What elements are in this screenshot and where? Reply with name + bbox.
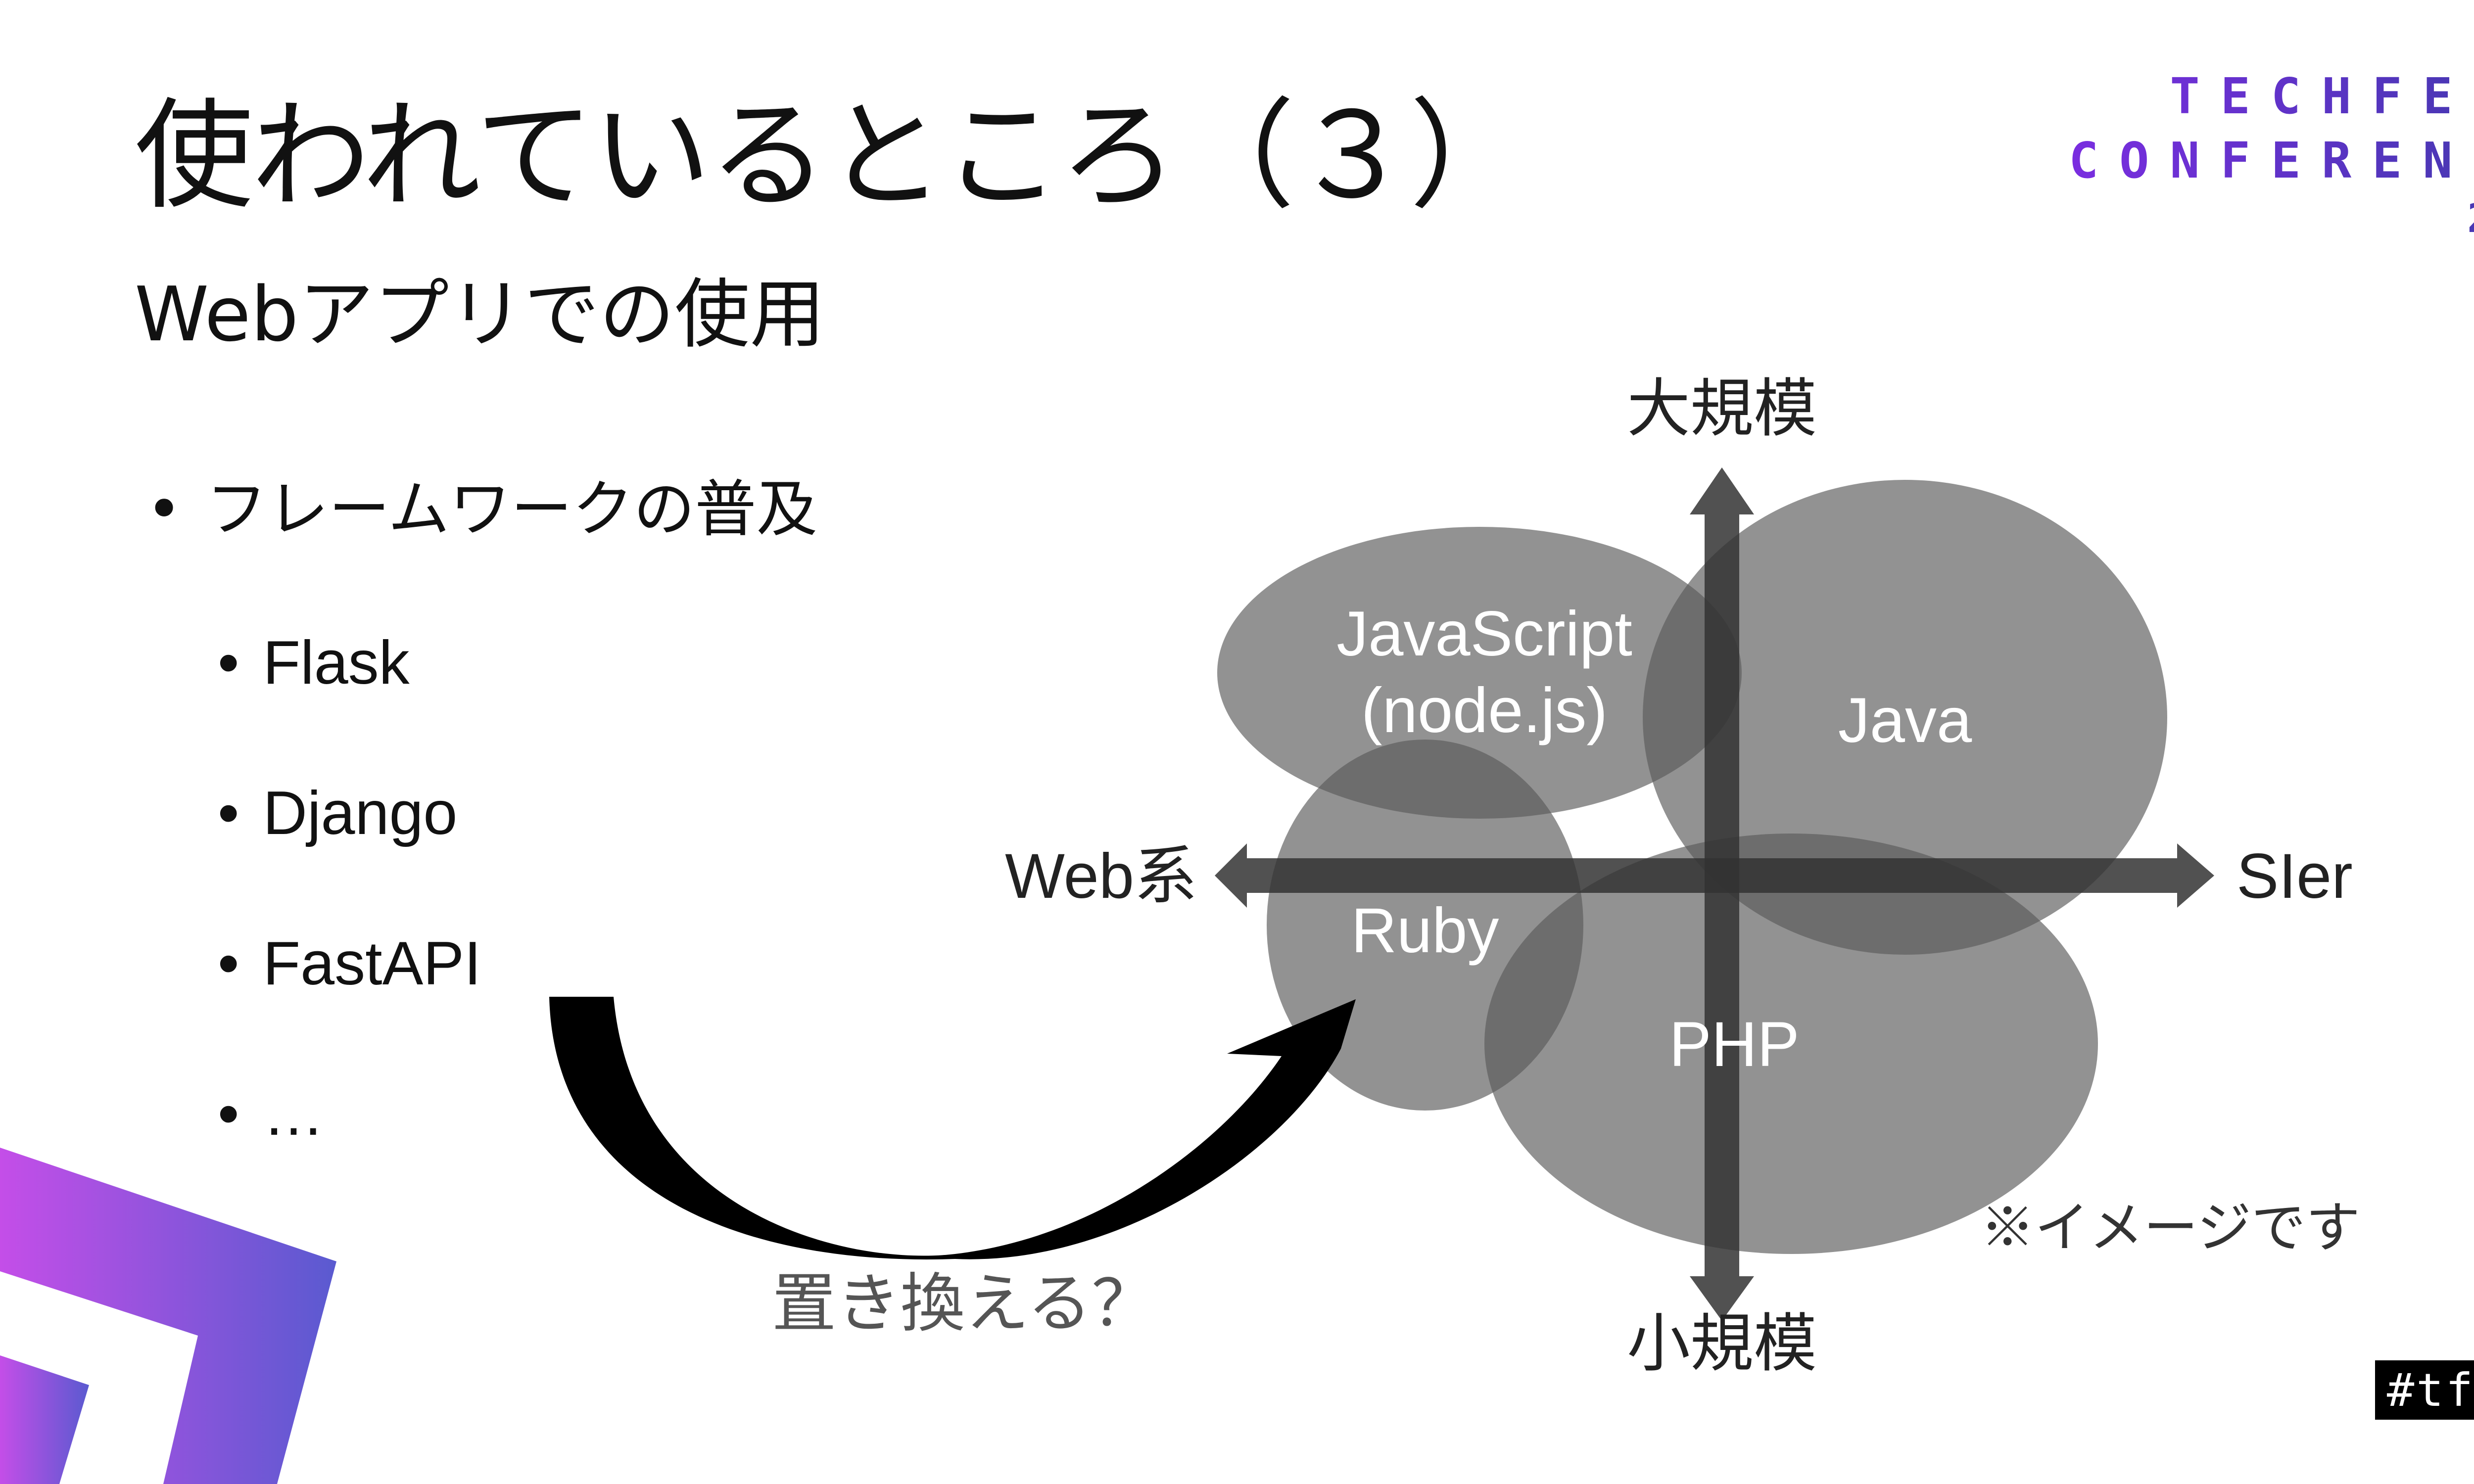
- bullet-sub-4: •…: [218, 1083, 324, 1145]
- region-label-nodejs: (node.js): [1361, 675, 1608, 746]
- conference-logo: TECHFEED CONFERENCE 2022: [2069, 64, 2474, 244]
- image-note: ※イメージです: [1980, 1198, 2360, 1258]
- bullet-main: •フレームワークの普及: [146, 479, 817, 540]
- arrow-right-head: [2177, 843, 2214, 908]
- bullet-dot: •: [218, 779, 239, 847]
- bullet-dot: •: [218, 929, 239, 998]
- bullet-main-text: フレームワークの普及: [206, 474, 818, 545]
- logo-line-1: TECHFEED: [2170, 67, 2474, 125]
- axis-label-top: 大規模: [1627, 373, 1817, 444]
- bullet-sub-3: •FastAPI: [218, 933, 481, 994]
- region-label-ruby: Ruby: [1351, 895, 1499, 966]
- bullet-sub-text: Flask: [263, 629, 410, 697]
- language-regions: [1217, 480, 2167, 1254]
- arrow-left-head: [1215, 843, 1247, 908]
- corner-decoration: [0, 1148, 336, 1484]
- axis-label-left: Web系: [1005, 841, 1197, 912]
- bullet-sub-text: Django: [263, 779, 458, 847]
- bullet-dot: •: [146, 474, 183, 545]
- page-title: 使われているところ（３）: [135, 87, 1528, 225]
- arrow-up-head: [1690, 467, 1754, 514]
- arrow-down-head: [1690, 1276, 1754, 1321]
- replace-arrow: [549, 997, 1356, 1260]
- bullet-dot: •: [218, 1080, 239, 1148]
- bullet-sub-text: FastAPI: [263, 929, 481, 998]
- vertical-axis-shaft: [1705, 514, 1739, 1276]
- axis-label-bottom: 小規模: [1627, 1308, 1817, 1379]
- bullet-dot: •: [218, 629, 239, 697]
- region-label-php: PHP: [1669, 1009, 1799, 1080]
- logo-line-2: CONFERENCE: [2068, 132, 2474, 189]
- bullet-sub-1: • Flask: [218, 632, 410, 694]
- logo-year: 2022: [2069, 193, 2474, 244]
- region-javascript: [1217, 527, 1742, 819]
- axis-label-right: SIer: [2236, 841, 2353, 912]
- region-label-javascript: JavaScript: [1336, 599, 1632, 669]
- bullet-sub-text: …: [263, 1080, 325, 1148]
- region-label-java: Java: [1838, 685, 1972, 756]
- axes: [1215, 467, 2214, 1321]
- bullet-sub-2: •Django: [218, 783, 457, 844]
- arrow-label: 置き換える？: [772, 1267, 1156, 1340]
- horizontal-axis-shaft: [1247, 858, 2177, 893]
- region-php: [1484, 834, 2098, 1254]
- page-subtitle: Webアプリでの使用: [135, 271, 825, 358]
- hashtag-badge: #tfcon: [2375, 1360, 2474, 1420]
